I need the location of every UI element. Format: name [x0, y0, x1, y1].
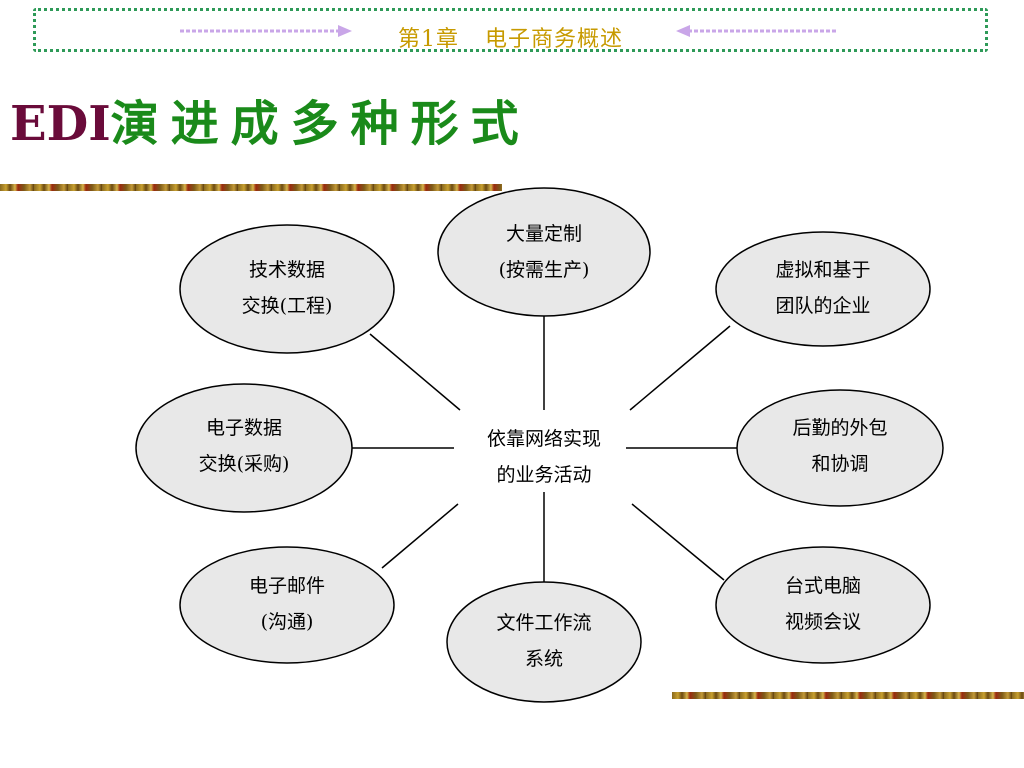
node-label-line-2: (沟通) [261, 611, 314, 633]
node-label-line-1: 电子数据 [206, 417, 282, 439]
slide-title: EDI演进成多种形式 [10, 100, 531, 148]
node-label-line-1: 文件工作流 [496, 612, 591, 634]
node-label-line-2: 交换(工程) [242, 295, 333, 317]
connector-line [631, 503, 725, 581]
node-ellipse [135, 383, 353, 513]
slide-title-prefix: EDI [10, 96, 111, 152]
node-logistics-outsourcing: 后勤的外包 和协调 [736, 389, 944, 507]
chapter-title: 电子商务概述 [484, 27, 623, 52]
left-arrow-icon [676, 25, 838, 37]
node-ellipse [715, 546, 931, 664]
right-arrow-icon [180, 25, 352, 37]
node-label-line-1: 技术数据 [249, 259, 325, 281]
node-label-line-1: 电子邮件 [249, 575, 325, 597]
connector-line [381, 503, 459, 569]
center-node-line-2: 的业务活动 [496, 464, 591, 486]
node-label-line-2: 团队的企业 [775, 295, 870, 317]
node-ellipse [715, 231, 931, 347]
node-workflow-system: 文件工作流 系统 [446, 581, 642, 703]
center-node-line-1: 依靠网络实现 [487, 428, 601, 450]
node-label-line-2: 和协调 [811, 453, 868, 475]
node-label-line-2: 系统 [525, 648, 563, 670]
node-mass-customization: 大量定制 (按需生产) [437, 187, 651, 317]
connector-line [369, 333, 461, 411]
node-label-line-2: 交换(采购) [199, 453, 290, 475]
node-edi-engineering: 技术数据 交换(工程) [179, 224, 395, 354]
node-email-communication: 电子邮件 (沟通) [179, 546, 395, 664]
node-virtual-team-enterprise: 虚拟和基于 团队的企业 [715, 231, 931, 347]
decorative-band-top [0, 184, 502, 191]
slide-title-main: 演进成多种形式 [110, 96, 531, 152]
node-label-line-2: 视频会议 [785, 611, 861, 633]
node-label-line-1: 后勤的外包 [792, 417, 887, 439]
decorative-band-bottom [672, 692, 1024, 699]
node-label-line-1: 虚拟和基于 [775, 259, 870, 281]
chapter-number: 第1章 [397, 27, 459, 52]
node-label-line-1: 台式电脑 [785, 575, 861, 597]
chapter-heading: 第1章电子商务概述 [36, 21, 985, 53]
node-ellipse [446, 581, 642, 703]
node-ellipse [179, 224, 395, 354]
node-ellipse [179, 546, 395, 664]
node-label-line-1: 大量定制 [506, 223, 582, 245]
connector-line [629, 325, 731, 411]
node-ellipse [736, 389, 944, 507]
chapter-header: 第1章电子商务概述 [33, 8, 988, 52]
connector-lines [352, 316, 738, 582]
node-ellipse [437, 187, 651, 317]
center-node: 依靠网络实现 的业务活动 [487, 428, 601, 486]
node-desktop-video-conference: 台式电脑 视频会议 [715, 546, 931, 664]
node-label-line-2: (按需生产) [499, 259, 590, 281]
node-edi-procurement: 电子数据 交换(采购) [135, 383, 353, 513]
